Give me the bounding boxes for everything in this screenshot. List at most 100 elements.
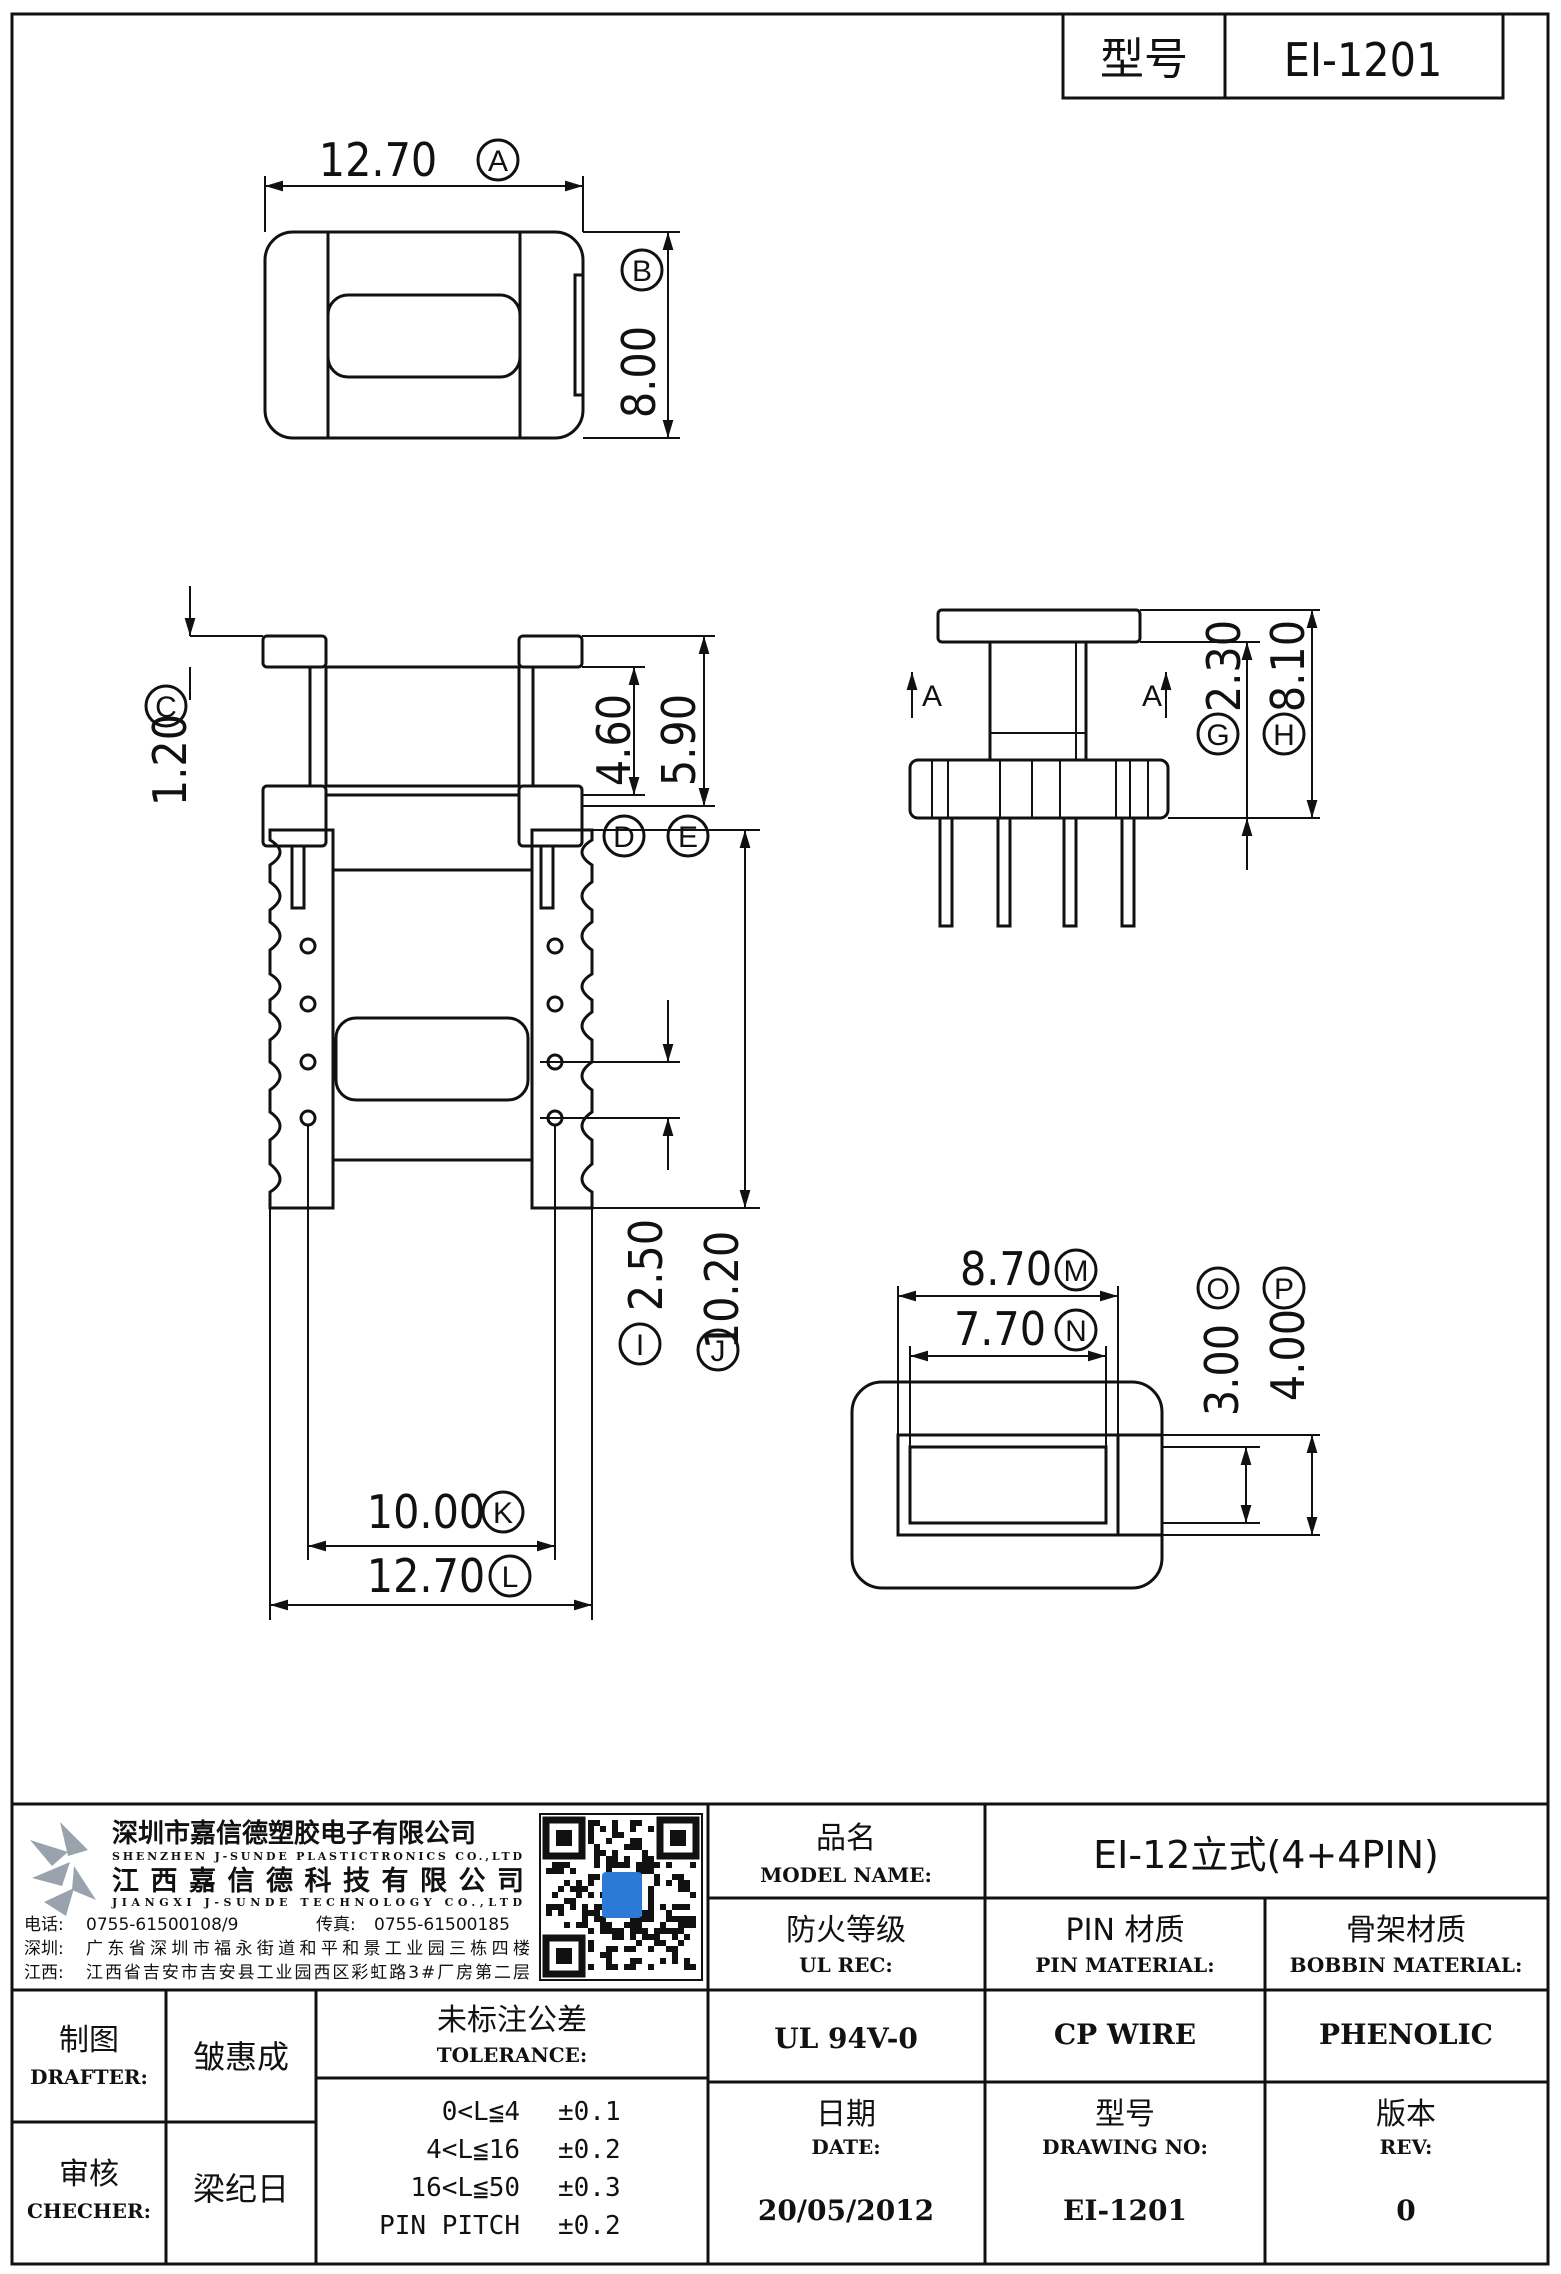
svg-text:C: C [155,691,177,724]
dim-bot-pitch: 2.50 [619,1219,673,1311]
pin-value: CP WIRE [1054,2018,1196,2051]
tag-j-icon: J [696,1328,740,1372]
company-name-sz-en: SHENZHEN J-SUNDE PLASTICTRONICS CO.,LTD [112,1850,522,1863]
company-logo-icon [30,1822,96,1916]
dim-top-width: 12.70 [319,133,437,187]
tolerance-range-3: 16<L≦50 [410,2173,520,2203]
dim-win-outer-h: 4.00 [1261,1309,1315,1401]
svg-text:D: D [613,821,635,854]
side-view [184,586,715,910]
addr-sz-value: 广东省深圳市福永街道和平和景工业园三栋四楼 [86,1939,530,1959]
svg-text:I: I [636,1329,644,1362]
tolerance-value-1: ±0.1 [558,2097,621,2127]
bobbin-cn: 骨架材质 [1346,1913,1466,1948]
tag-g-icon: G [1196,712,1240,756]
svg-text:O: O [1206,1273,1229,1306]
dwg-cn: 型号 [1095,2097,1155,2132]
tag-l-icon: L [488,1554,532,1598]
checker-en: CHECHER: [27,2199,151,2223]
svg-text:L: L [502,1561,519,1594]
svg-text:H: H [1273,719,1295,752]
bobbin-en: BOBBIN MATERIAL: [1290,1953,1523,1977]
dim-top-height: 8.00 [612,326,666,418]
tag-a-icon: A [476,138,520,182]
tag-b-icon: B [620,248,664,292]
svg-text:J: J [711,1335,726,1368]
date-cn: 日期 [816,2097,876,2132]
svg-text:K: K [493,1497,513,1530]
tolerance-value-2: ±0.2 [558,2135,621,2165]
top-view [263,176,680,440]
model-name-cn: 品名 [816,1821,876,1856]
ul-cn: 防火等级 [786,1913,906,1948]
header-value: EI-1201 [1284,33,1443,87]
dim-side-outer: 5.90 [652,694,706,786]
model-name-value: EI-12立式(4+4PIN) [1093,1833,1439,1877]
tolerance-range-1: 0<L≦4 [442,2097,520,2127]
company-name-jx-en: JIANGXI J-SUNDE TECHNOLOGY CO.,LTD [111,1896,522,1909]
tolerance-range-4: PIN PITCH [379,2211,520,2241]
ul-value: UL 94V-0 [774,2022,918,2055]
dim-front-total: 8.10 [1261,620,1315,712]
header-label: 型号 [1100,34,1188,85]
header-box: 型号 EI-1201 [1061,12,1505,100]
front-view [906,608,1320,928]
checker-value: 梁纪日 [193,2170,289,2208]
svg-text:M: M [1064,1255,1089,1288]
dwg-en: DRAWING NO: [1042,2135,1208,2159]
tolerance-en: TOLERANCE: [437,2043,588,2067]
drafter-value: 皱惠成 [193,2038,289,2076]
fax-value: 0755-61500185 [374,1915,510,1935]
svg-text:E: E [678,821,698,854]
date-en: DATE: [811,2135,880,2159]
pin-en: PIN MATERIAL: [1035,1953,1214,1977]
tag-n-icon: N [1054,1308,1098,1352]
ul-en: UL REC: [799,1953,893,1977]
section-mark-left: A [922,680,942,713]
qr-code-icon [539,1813,703,1981]
dim-side-flange: 1.20 [143,714,197,806]
tag-e-icon: E [666,814,710,858]
dim-win-inner-h: 3.00 [1195,1324,1249,1416]
phone-value: 0755-61500108/9 [86,1915,238,1935]
addr-sz-label: 深圳: [24,1939,64,1959]
addr-jx-value: 江西省吉安市吉安县工业园西区彩虹路3#厂房第二层 [86,1963,530,1983]
tag-k-icon: K [481,1490,525,1534]
dim-side-inner: 4.60 [587,694,641,786]
tag-h-icon: H [1262,712,1306,756]
drafter-en: DRAFTER: [30,2065,148,2089]
svg-text:A: A [488,145,508,178]
tolerance-value-4: ±0.2 [558,2211,621,2241]
svg-text:N: N [1065,1315,1087,1348]
model-name-en: MODEL NAME: [760,1863,932,1887]
company-name-jx: 江西嘉信德科技有限公司 [112,1866,524,1897]
dim-front-top: 2.30 [1197,620,1251,712]
rev-en: REV: [1380,2135,1433,2159]
tag-p-icon: P [1262,1266,1306,1310]
dim-bot-outer-w: 12.70 [367,1549,485,1603]
tag-d-icon: D [602,814,646,858]
dim-win-inner-w: 7.70 [954,1302,1046,1356]
dim-bot-inner-w: 10.00 [367,1485,485,1539]
svg-text:G: G [1206,719,1229,752]
section-mark-right: A [1142,680,1162,713]
tag-i-icon: I [618,1322,662,1366]
fax-label: 传真: [316,1915,356,1935]
rev-cn: 版本 [1376,2097,1436,2132]
dwg-value: EI-1201 [1063,2194,1187,2227]
tag-m-icon: M [1054,1248,1098,1292]
tolerance-value-3: ±0.3 [558,2173,621,2203]
bottom-view [268,828,760,1620]
tag-c-icon: C [144,684,188,728]
date-value: 20/05/2012 [758,2194,934,2227]
title-block-grid [12,1802,1548,2264]
window-view [850,1286,1320,1590]
bobbin-value: PHENOLIC [1319,2018,1493,2051]
rev-value: 0 [1396,2194,1415,2227]
company-name-sz: 深圳市嘉信德塑胶电子有限公司 [112,1818,476,1849]
checker-cn: 审核 [59,2157,119,2192]
phone-label: 电话: [24,1915,64,1935]
addr-jx-label: 江西: [24,1963,64,1983]
svg-text:P: P [1274,1273,1294,1306]
